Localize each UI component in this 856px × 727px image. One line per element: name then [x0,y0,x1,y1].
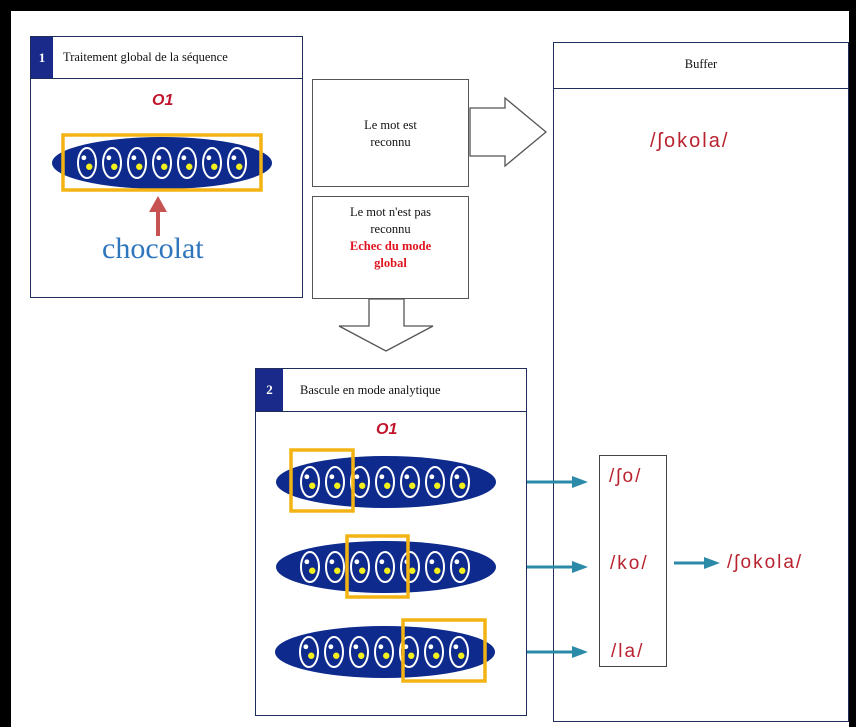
not-recognized-text: Le mot n'est pas reconnu Echec du mode g… [312,204,469,272]
teal-arrow-1 [527,476,588,488]
syllable-box [599,455,667,667]
step1-number-badge: 1 [31,37,53,78]
word-oval-syllable-3 [275,618,495,683]
syllable-sho: /ʃo/ [609,466,643,487]
word-chocolat: chocolat [102,232,204,265]
up-arrow-icon [149,196,167,236]
buffer-result: /ʃokola/ [650,130,730,152]
word-oval-syllable-1 [276,448,496,513]
syllable-ko: /ko/ [610,553,649,574]
recognized-line2: reconnu [370,134,411,149]
step2-header: 2 Bascule en mode analytique [256,369,526,412]
step2-number-badge: 2 [256,369,283,411]
step1-label: O1 [152,92,174,109]
not-recognized-line2: reconnu [370,221,411,236]
final-result: /ʃokola/ [727,552,804,573]
recognized-line1: Le mot est [364,118,417,132]
word-oval-global [52,133,272,192]
buffer-header: Buffer [554,43,848,89]
word-oval-syllable-2 [276,534,496,599]
step1-title: Traitement global de la séquence [63,50,228,64]
buffer-title: Buffer [684,57,718,71]
recognized-box [312,79,469,187]
syllable-la: /la/ [611,641,645,662]
recognized-arrow [469,96,548,168]
step1-header: 1 Traitement global de la séquence [31,37,302,79]
failure-line1: Echec du mode [349,238,432,253]
teal-arrow-result [674,557,720,569]
failure-line2: global [374,255,407,270]
recognized-text: Le mot est reconnu [312,117,469,151]
failure-down-arrow [338,298,434,352]
not-recognized-line1: Le mot n'est pas [349,205,432,219]
teal-arrow-2 [527,561,588,573]
step2-title: Bascule en mode analytique [300,382,441,397]
step2-label: O1 [376,421,398,438]
teal-arrow-3 [527,646,588,658]
